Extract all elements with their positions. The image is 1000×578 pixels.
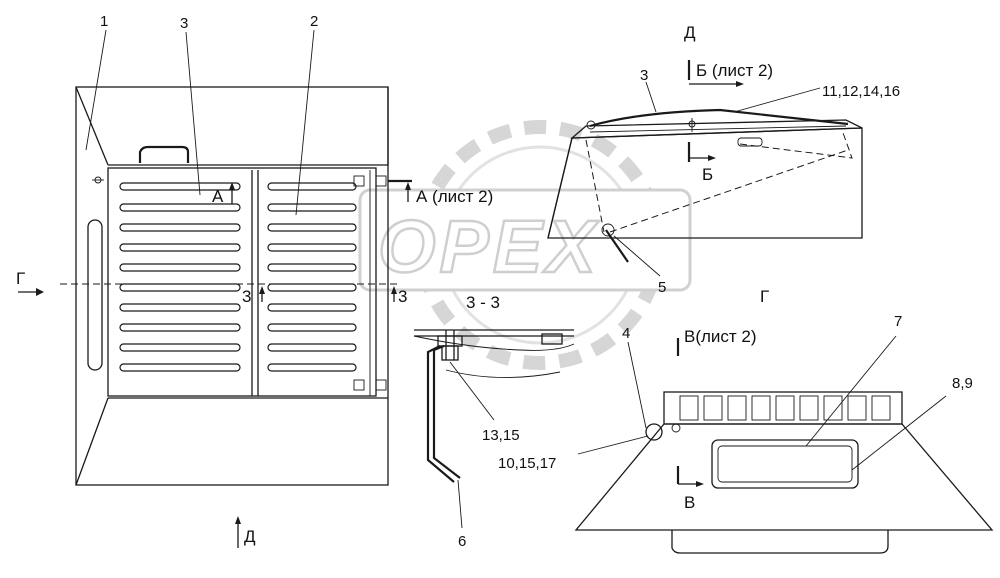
- watermark: OPEX: [358, 120, 692, 370]
- section-3-right: 3: [398, 287, 407, 306]
- view-g-title: Г: [760, 287, 769, 306]
- callout-6: 6: [458, 533, 466, 550]
- callout-4: 4: [622, 325, 630, 342]
- callout-8-9: 8,9: [952, 375, 973, 392]
- section-3-3-title: 3 - 3: [466, 293, 500, 312]
- louvre-frame: [107, 167, 377, 397]
- bent-rod: [432, 344, 461, 479]
- callout-7: 7: [894, 313, 902, 330]
- section-b-bottom: Б: [702, 165, 713, 184]
- section-a-right: А (лист 2): [416, 187, 493, 206]
- section-b-top: Б (лист 2): [696, 61, 773, 80]
- view-g-window: [711, 439, 859, 489]
- view-d-title: Д: [684, 23, 696, 42]
- front-view: [18, 29, 412, 548]
- view-g-body: [574, 423, 994, 531]
- callout-3-side: 3: [640, 67, 648, 84]
- view-d-arrow: Д: [244, 527, 256, 546]
- cabinet-outline: [75, 86, 389, 486]
- watermark-text: OPEX: [378, 205, 600, 288]
- callout-1: 1: [100, 13, 108, 30]
- view-g-arrow: Г: [16, 269, 25, 288]
- hinge-bottom: [353, 379, 365, 391]
- section-3-3: [413, 329, 575, 529]
- callout-13-15: 13,15: [482, 427, 520, 444]
- section-v-bottom: В: [684, 493, 695, 512]
- cover-handle: [138, 145, 190, 163]
- view-g: [574, 335, 994, 554]
- section-a-left: А: [212, 187, 224, 206]
- callout-10-15-17: 10,15,17: [498, 455, 556, 472]
- labels: 1 3 2 Д 3 Б (лист 2) 11,12,14,16 Б А А (…: [16, 13, 973, 550]
- hinge-top: [353, 175, 365, 187]
- louvre-right: [267, 182, 357, 372]
- louvre-left: [119, 182, 241, 372]
- side-window: [87, 219, 103, 371]
- callout-3-main: 3: [180, 15, 188, 32]
- callout-5: 5: [658, 279, 666, 296]
- callout-11-12-14-16: 11,12,14,16: [822, 83, 900, 100]
- section-v-top: В(лист 2): [684, 327, 757, 346]
- section-3-left: 3: [242, 287, 251, 306]
- view-d: [547, 60, 863, 277]
- callout-2: 2: [310, 13, 318, 30]
